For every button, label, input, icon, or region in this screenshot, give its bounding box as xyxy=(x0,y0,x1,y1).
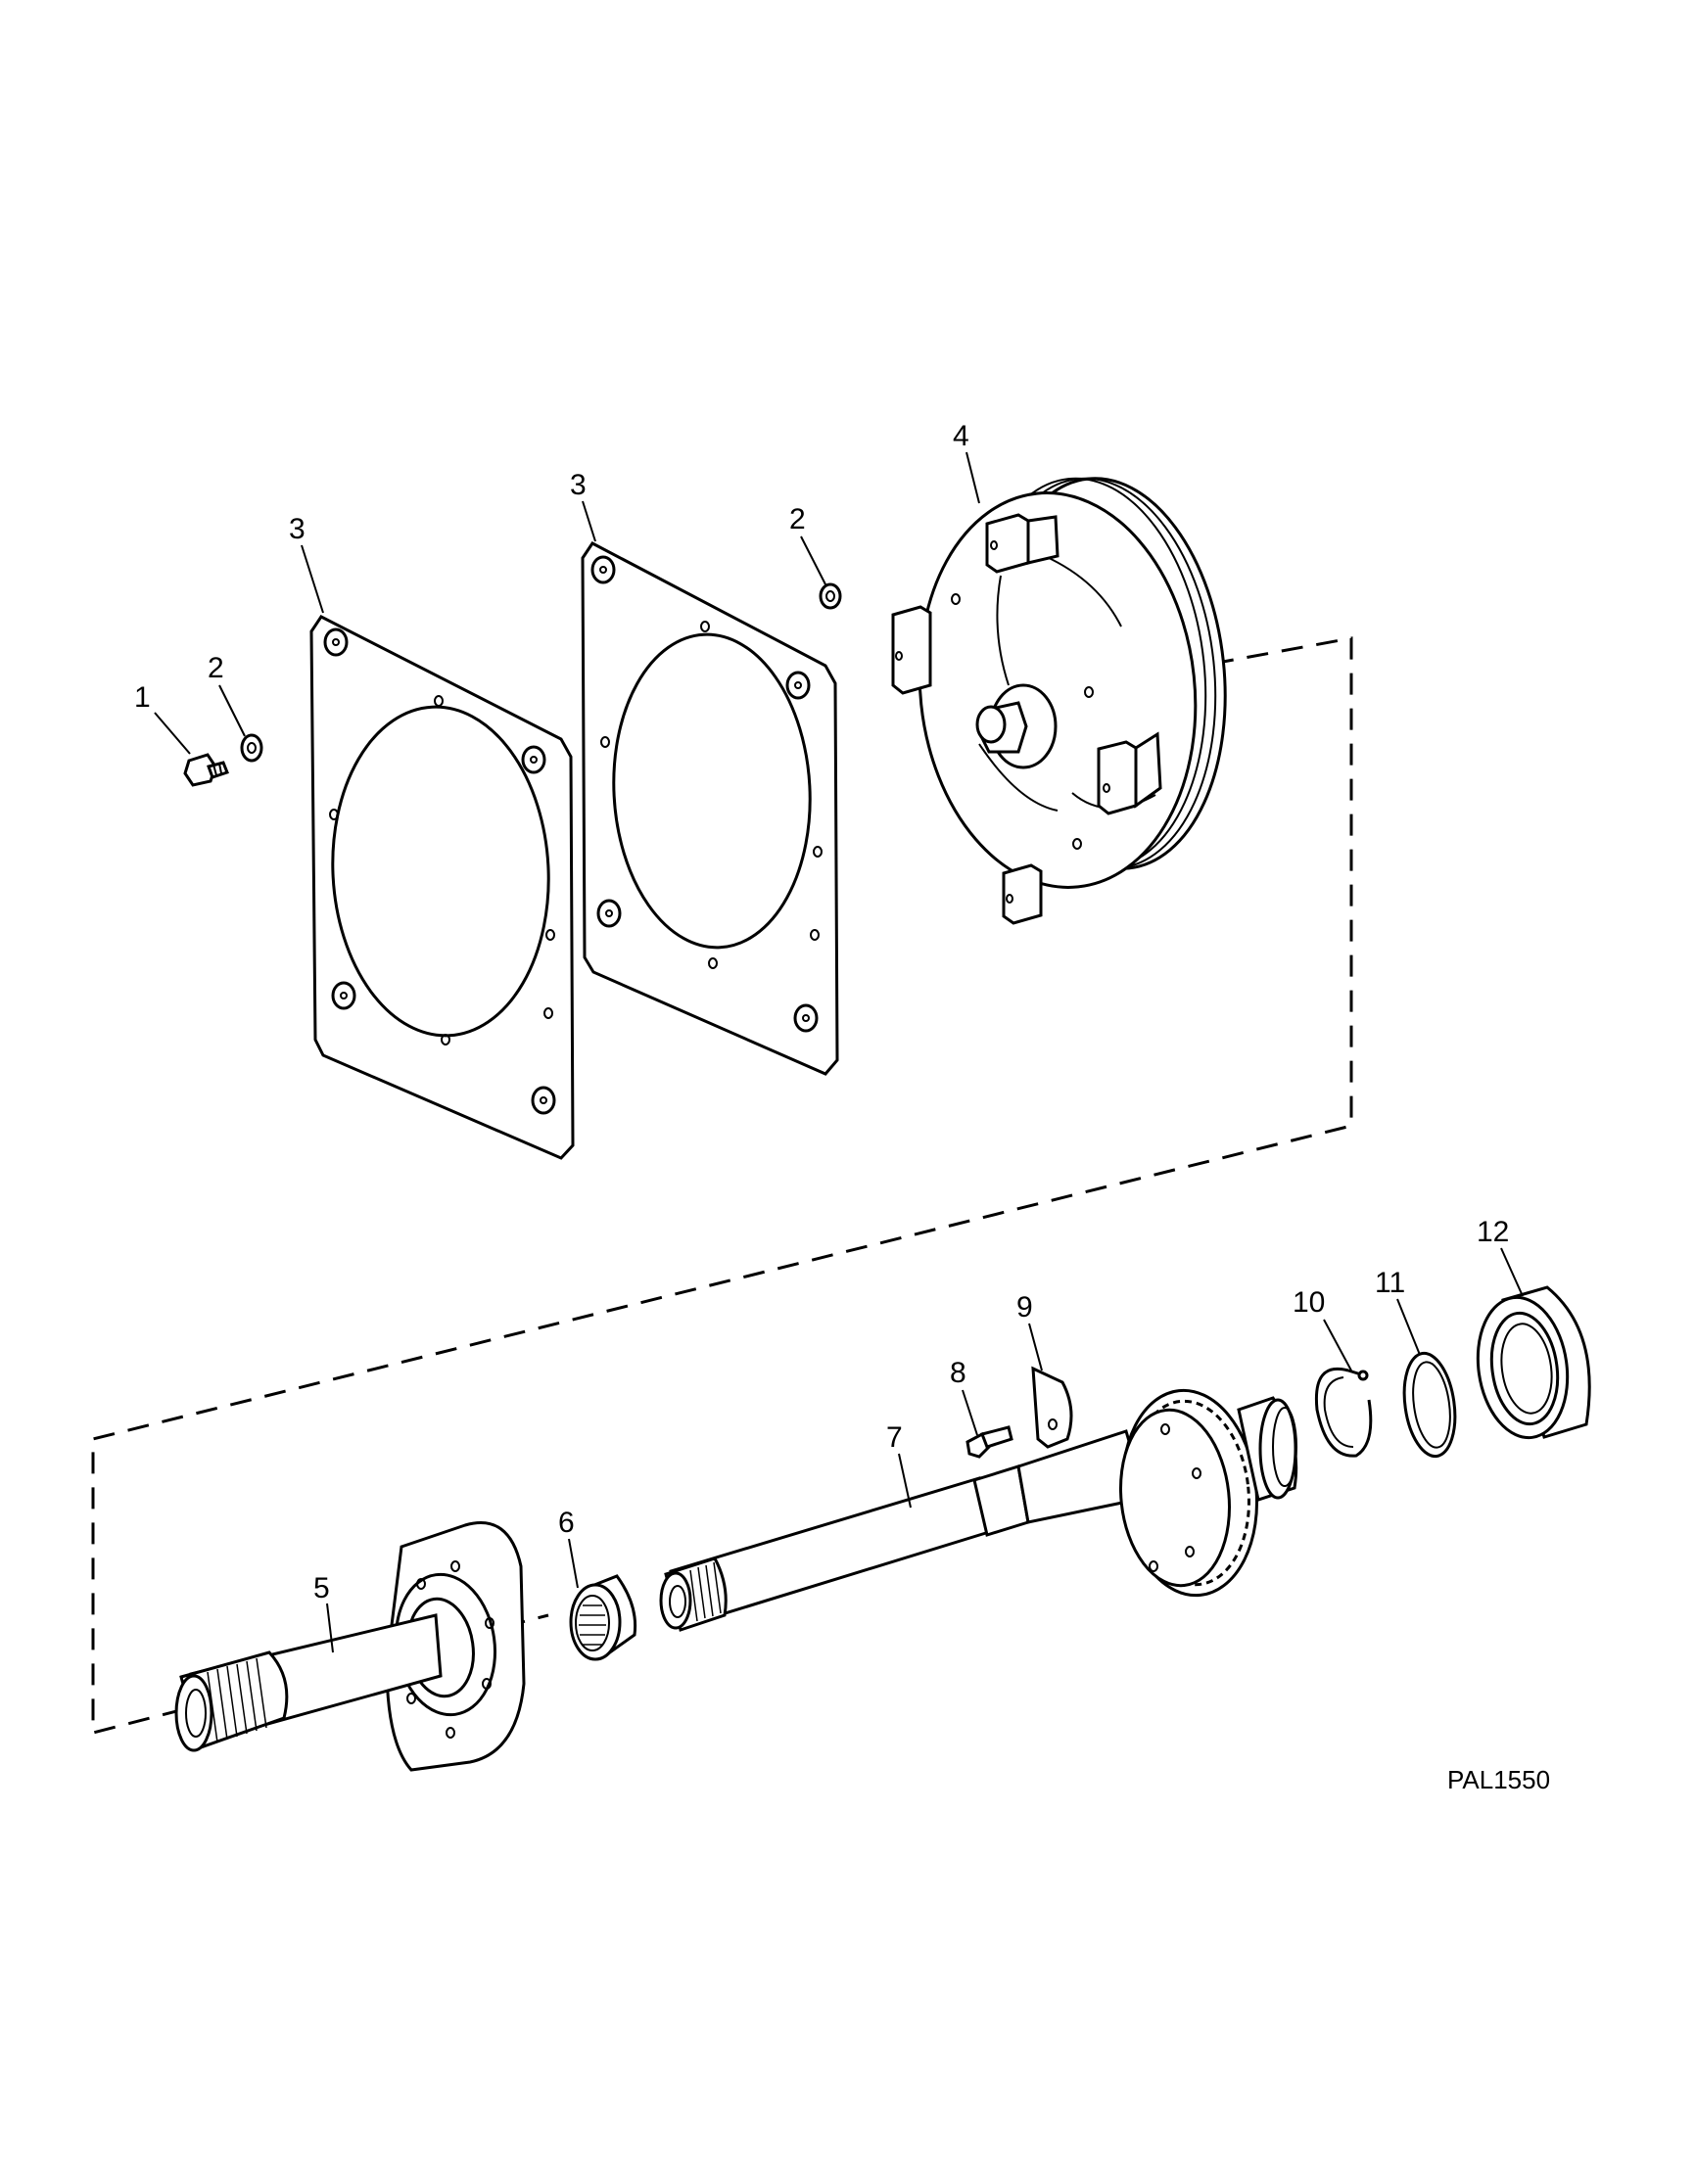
callout-labels: 1 2 2 3 3 4 5 6 7 8 9 10 11 12 xyxy=(134,420,1509,1604)
part-2-washer-top xyxy=(819,582,842,610)
callout-part-6: 6 xyxy=(558,1507,575,1539)
part-4-torque-converter xyxy=(891,477,1227,925)
callout-part-9: 9 xyxy=(1016,1291,1033,1324)
part-10-snap-ring xyxy=(1314,1368,1373,1458)
part-3-flex-plate-right xyxy=(581,541,839,1076)
part-5-stator-support-shaft xyxy=(174,1521,526,1772)
callout-part-1: 1 xyxy=(134,681,151,714)
callout-part-8: 8 xyxy=(950,1357,966,1389)
part-2-washer-left xyxy=(240,733,263,763)
part-12-ball-bearing xyxy=(1476,1285,1591,1440)
callout-part-11: 11 xyxy=(1375,1267,1405,1299)
callout-part-12: 12 xyxy=(1477,1216,1509,1248)
part-8-cap-screw xyxy=(965,1425,1013,1459)
callout-part-4: 4 xyxy=(953,420,969,452)
part-1-cap-screw xyxy=(183,753,229,787)
callout-part-10: 10 xyxy=(1293,1286,1325,1319)
part-9-bracket xyxy=(1031,1366,1073,1449)
callout-part-3-right: 3 xyxy=(570,469,587,501)
figure-id: PAL1550 xyxy=(1447,1765,1550,1794)
callout-part-2-top: 2 xyxy=(789,503,806,535)
callout-part-7: 7 xyxy=(886,1421,903,1454)
callout-part-3-left: 3 xyxy=(289,513,306,545)
part-3-flex-plate-left xyxy=(309,615,575,1160)
leader-lines xyxy=(154,451,1524,1653)
part-7-pump-drive-shaft xyxy=(659,1388,1298,1632)
part-11-snap-ring xyxy=(1402,1351,1457,1459)
assembly-dash-line xyxy=(91,636,1353,1735)
part-6-needle-bearing xyxy=(569,1574,637,1661)
callout-part-5: 5 xyxy=(313,1572,330,1604)
callout-part-2-left: 2 xyxy=(208,652,224,684)
